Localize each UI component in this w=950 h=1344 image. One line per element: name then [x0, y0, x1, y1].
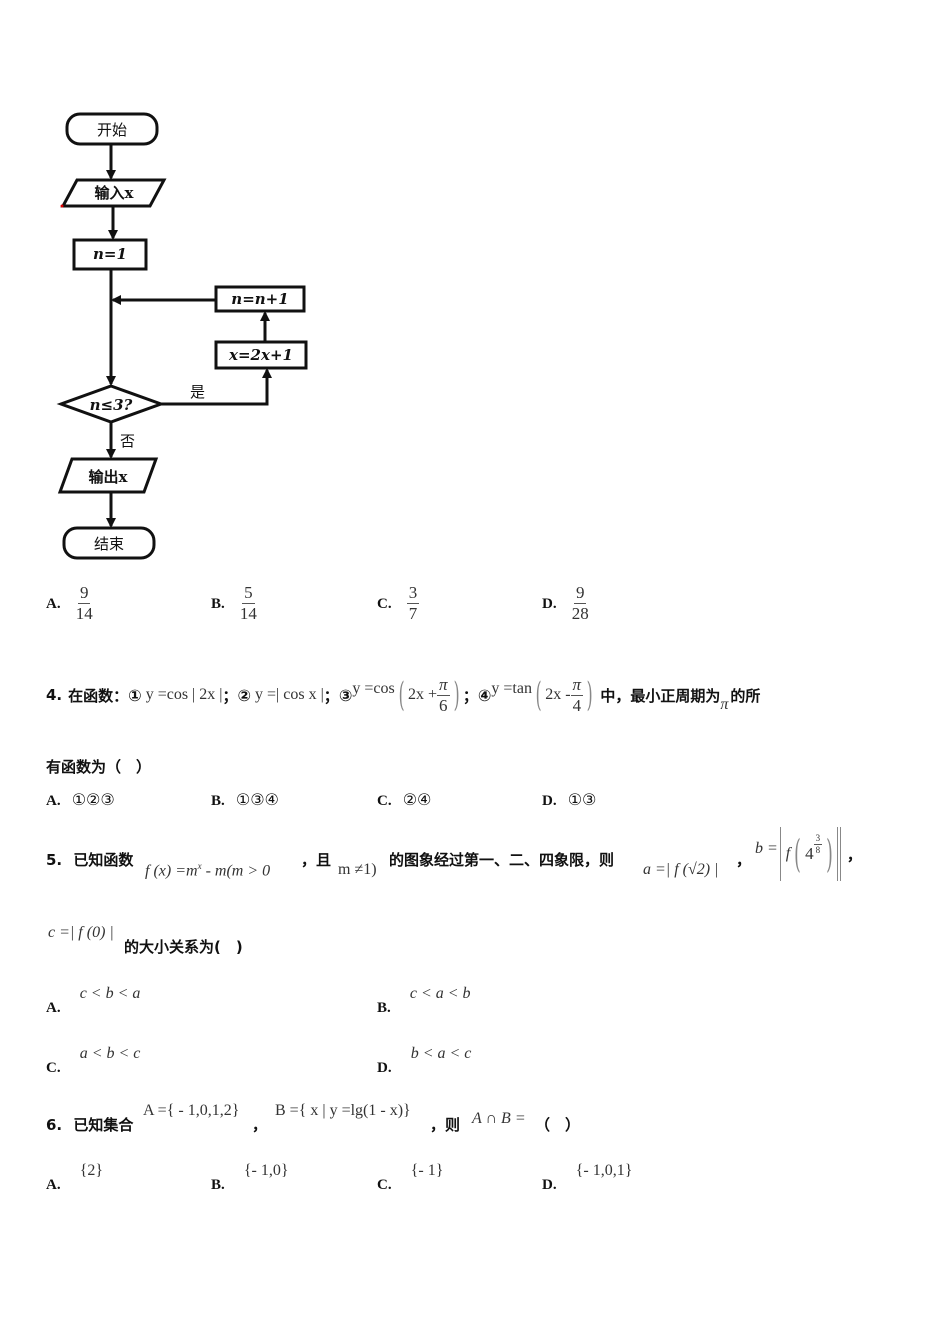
flowchart-output: 输出x: [88, 468, 128, 486]
flowchart-no-label: 否: [120, 432, 136, 450]
q4-option-d[interactable]: D. ①③: [542, 790, 597, 809]
q6-option-c[interactable]: C. {- 1}: [377, 1162, 444, 1193]
q6-set-a: A ={ - 1,0,1,2}: [143, 1102, 240, 1119]
q5-intro: 5. 已知函数: [46, 851, 134, 869]
q4-option-b[interactable]: B. ①③④: [211, 790, 279, 809]
option-label: C.: [377, 595, 392, 612]
option-label: D.: [542, 595, 557, 612]
q6-option-d[interactable]: D. {- 1,0,1}: [542, 1162, 633, 1193]
q5-condition: m ≠1): [338, 861, 377, 878]
flowchart-end: 结束: [93, 535, 124, 553]
q4-option-c[interactable]: C. ②④: [377, 790, 432, 809]
q5-option-d[interactable]: D. b < a < c: [377, 1045, 472, 1076]
q5-function: f (x) =mx - m(m > 0: [145, 861, 271, 880]
q6-option-a[interactable]: A. {2}: [46, 1162, 104, 1193]
q6-expression: A ∩ B =: [472, 1110, 526, 1127]
question-number: 5.: [46, 851, 63, 869]
q6-option-b[interactable]: B. {- 1,0}: [211, 1162, 289, 1193]
flowchart-input: 输入x: [94, 184, 134, 202]
q5-option-c[interactable]: C. a < b < c: [46, 1045, 141, 1076]
q5-c-def: c =| f (0) |: [48, 924, 114, 941]
flowchart-lines: [56, 112, 308, 560]
flowchart-start: 开始: [96, 121, 127, 139]
flowchart-condition: n≤3?: [89, 396, 133, 414]
flowchart-update: x=2x+1: [229, 346, 293, 364]
flowchart-init: n=1: [93, 245, 127, 263]
question-number: 4.: [46, 686, 63, 704]
q4-stem-line2: 有函数为（ ）: [46, 758, 152, 776]
option-label: B.: [211, 595, 225, 612]
flowchart-yes-label: 是: [190, 383, 206, 401]
question-number: 6.: [46, 1116, 63, 1134]
q4-option-a[interactable]: A. ①②③: [46, 790, 115, 809]
q6-intro: 6. 已知集合: [46, 1116, 134, 1134]
period-pi: π: [720, 696, 729, 713]
q5-a-def: a =| f (√2) |: [643, 861, 719, 878]
function-2: y =| cos x |: [255, 686, 324, 703]
function-3-prefix: y =cos: [352, 680, 395, 697]
q5-option-b[interactable]: B. c < a < b: [377, 985, 471, 1016]
q6-set-b: B ={ x | y =lg(1 - x)}: [275, 1102, 411, 1119]
q4-stem-line1: 4. 在函数： ① y =cos | 2x | ； ② y =| cos x |…: [46, 674, 761, 715]
function-4-prefix: y =tan: [491, 680, 532, 697]
flowchart-increment: n=n+1: [231, 290, 289, 308]
q5-question: 的大小关系为( ): [124, 938, 243, 956]
function-1: y =cos | 2x |: [145, 686, 223, 703]
option-label: A.: [46, 595, 61, 612]
q5-option-a[interactable]: A. c < b < a: [46, 985, 141, 1016]
